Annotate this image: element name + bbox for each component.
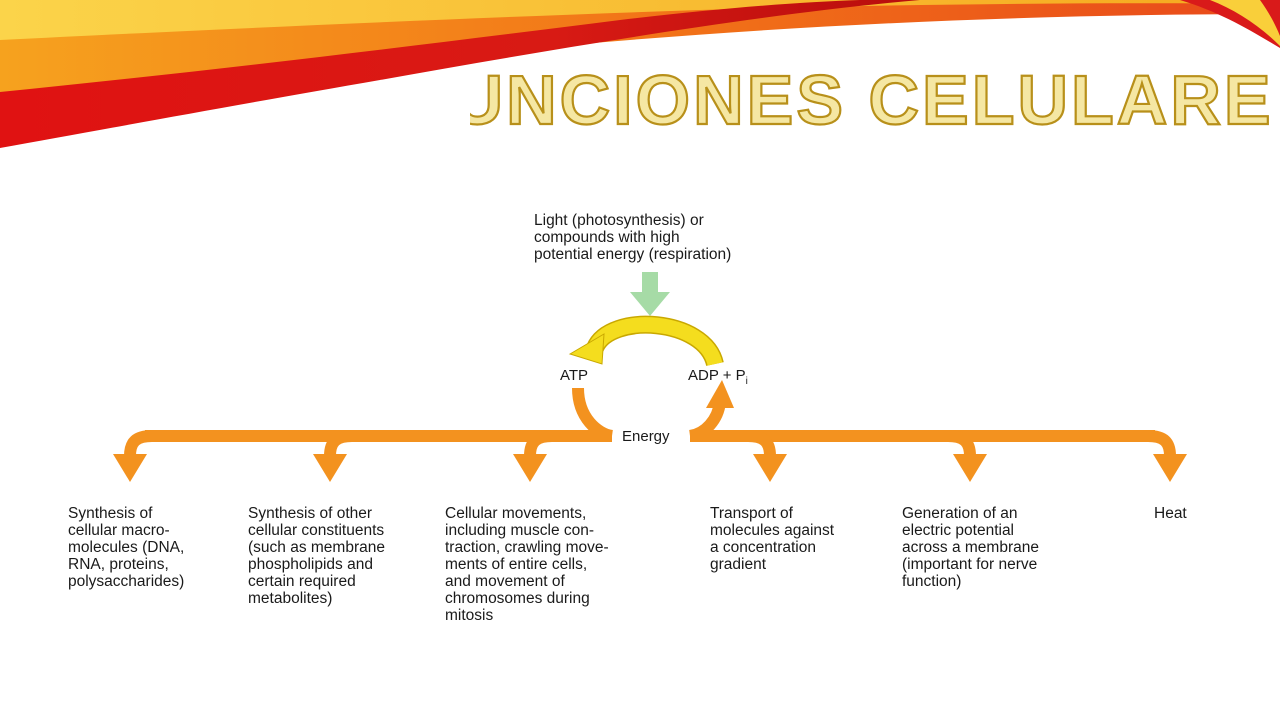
branch-arrowhead [313, 454, 347, 482]
slide-title-text: FUNCIONES CELULARES [470, 61, 1270, 138]
branch-curve [1147, 430, 1176, 457]
branch-arrowhead [753, 454, 787, 482]
branch-arrowhead [953, 454, 987, 482]
output-constituent-synthesis: Synthesis of other cellular constituents… [248, 505, 385, 607]
branch-arrowhead [513, 454, 547, 482]
output-macromolecule-synthesis: Synthesis of cellular macro- molecules (… [68, 505, 185, 590]
branch-arrowhead [1153, 454, 1187, 482]
branch-curve [324, 430, 353, 457]
adp-label-text: ADP + P [688, 367, 746, 384]
branch-arrowhead [113, 454, 147, 482]
energy-source-text: Light (photosynthesis) or compounds with… [534, 212, 732, 263]
branch-curve [947, 430, 976, 457]
regeneration-arrow [568, 315, 724, 367]
branch-curve [747, 430, 776, 457]
adp-subscript: i [745, 376, 748, 387]
header-swoosh-banner [0, 0, 1280, 148]
output-branches [113, 430, 1187, 482]
branch-curve [524, 430, 553, 457]
energy-label: Energy [620, 428, 672, 445]
atp-label: ATP [560, 367, 589, 384]
output-transport: Transport of molecules against a concent… [710, 505, 835, 573]
slide-title: FUNCIONES CELULARES [470, 60, 1270, 138]
branch-curve [124, 430, 153, 457]
output-electric-potential: Generation of an electric potential acro… [902, 505, 1039, 590]
output-cellular-movements: Cellular movements, including muscle con… [445, 505, 609, 624]
input-arrow [630, 272, 670, 316]
output-heat: Heat [1154, 505, 1187, 522]
adp-label: ADP + Pi [688, 367, 748, 387]
